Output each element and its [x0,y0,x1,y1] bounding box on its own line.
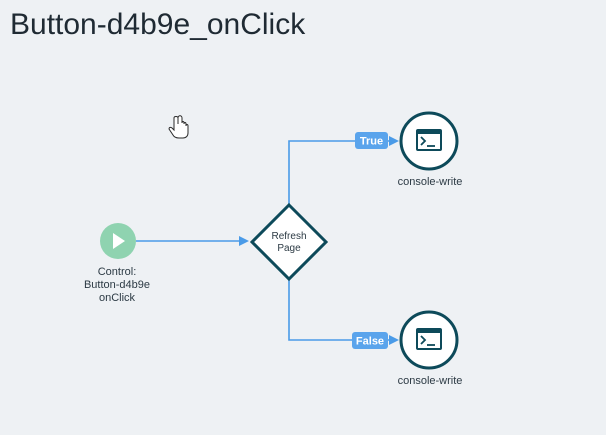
terminal-icon [416,129,442,151]
false-badge-label: False [356,336,384,348]
true-badge-label: True [360,136,383,148]
hand-pointer-icon [168,115,189,139]
console-write-label-true: console-write [398,176,463,188]
start-node-label-line-3: onClick [99,292,136,304]
start-node[interactable]: Control: Button-d4b9e onClick [84,223,150,304]
start-node-label-line-1: Control: [98,266,137,278]
edge-decision-to-false[interactable] [288,280,399,345]
decision-label-line-1: Refresh [271,231,306,242]
page-title: Button-d4b9e_onClick [10,8,306,41]
console-write-node-false[interactable]: console-write [398,310,463,387]
true-badge: True [355,132,388,149]
console-write-label-false: console-write [398,375,463,387]
edge-decision-to-true[interactable] [288,136,399,204]
terminal-icon [416,328,442,350]
decision-label-line-2: Page [277,243,301,254]
start-node-label-line-2: Button-d4b9e [84,279,150,291]
false-badge: False [352,332,388,349]
console-write-node-true[interactable]: console-write [398,111,463,188]
play-icon [113,233,125,249]
decision-node[interactable]: Refresh Page [249,202,329,282]
